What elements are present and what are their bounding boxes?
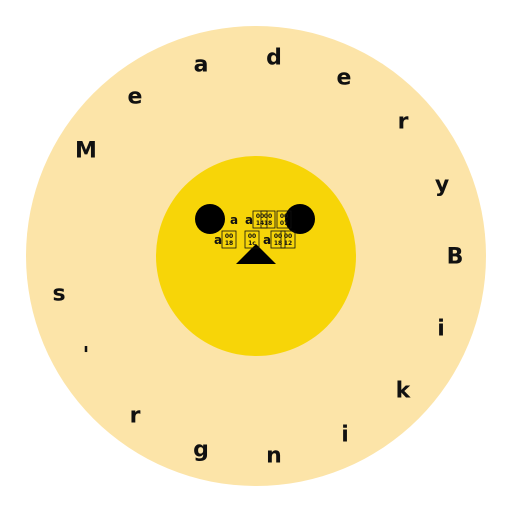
- glyph-letter: a: [230, 213, 238, 227]
- glyph-code: 07: [280, 220, 288, 227]
- ring-letter: e: [128, 85, 143, 110]
- glyph-code: 00: [274, 233, 282, 240]
- glyph-code: 18: [274, 240, 282, 247]
- ring-letter: g: [193, 438, 209, 463]
- missing-glyph-box: [260, 210, 276, 229]
- ring-letter: k: [396, 379, 412, 404]
- glyph-code: 00: [256, 213, 264, 220]
- missing-glyph-box: [276, 210, 292, 229]
- missing-glyph-box: [280, 230, 296, 249]
- right-eye: [285, 204, 315, 234]
- ring-text: d e r yBi k i n g r ' s Me a: [52, 46, 463, 469]
- glyph-code: 00: [284, 233, 292, 240]
- missing-glyph-box: [252, 210, 268, 229]
- ring-letter: a: [194, 53, 209, 78]
- ring-letter: n: [266, 444, 282, 469]
- missing-glyph-box: [221, 230, 237, 249]
- missing-glyph-box: [244, 230, 260, 249]
- ring-letter: r: [130, 404, 141, 429]
- missing-glyph-box: [270, 230, 286, 249]
- glyph-code: 1c: [248, 240, 256, 247]
- ring-letter: r: [398, 110, 409, 135]
- glyph-cluster-item: a: [230, 213, 238, 227]
- ring-letter: y: [435, 173, 449, 198]
- ring-letter: s: [52, 282, 65, 307]
- glyph-code: 00: [225, 233, 233, 240]
- ring-letter: ': [83, 344, 90, 369]
- nose-icon: [236, 244, 276, 264]
- glyph-code: 00: [248, 233, 256, 240]
- ring-letter: i: [341, 423, 349, 448]
- ring-letter: B: [447, 245, 464, 270]
- glyph-code: 18: [225, 240, 233, 247]
- glyph-code: 00: [280, 213, 288, 220]
- glyph-code: 18: [264, 220, 272, 227]
- ring-letter: M: [75, 139, 97, 164]
- glyph-letter: a: [263, 233, 271, 247]
- glyph-code: 00: [264, 213, 272, 220]
- glyph-code: 14: [256, 220, 264, 227]
- glyph-letter: a: [214, 233, 222, 247]
- glyph-code: 12: [284, 240, 292, 247]
- ring-letter: d: [266, 46, 282, 71]
- ring-letter: i: [437, 317, 445, 342]
- left-eye: [195, 204, 225, 234]
- ring-letter: e: [337, 66, 352, 91]
- glyph-letter: a: [245, 213, 253, 227]
